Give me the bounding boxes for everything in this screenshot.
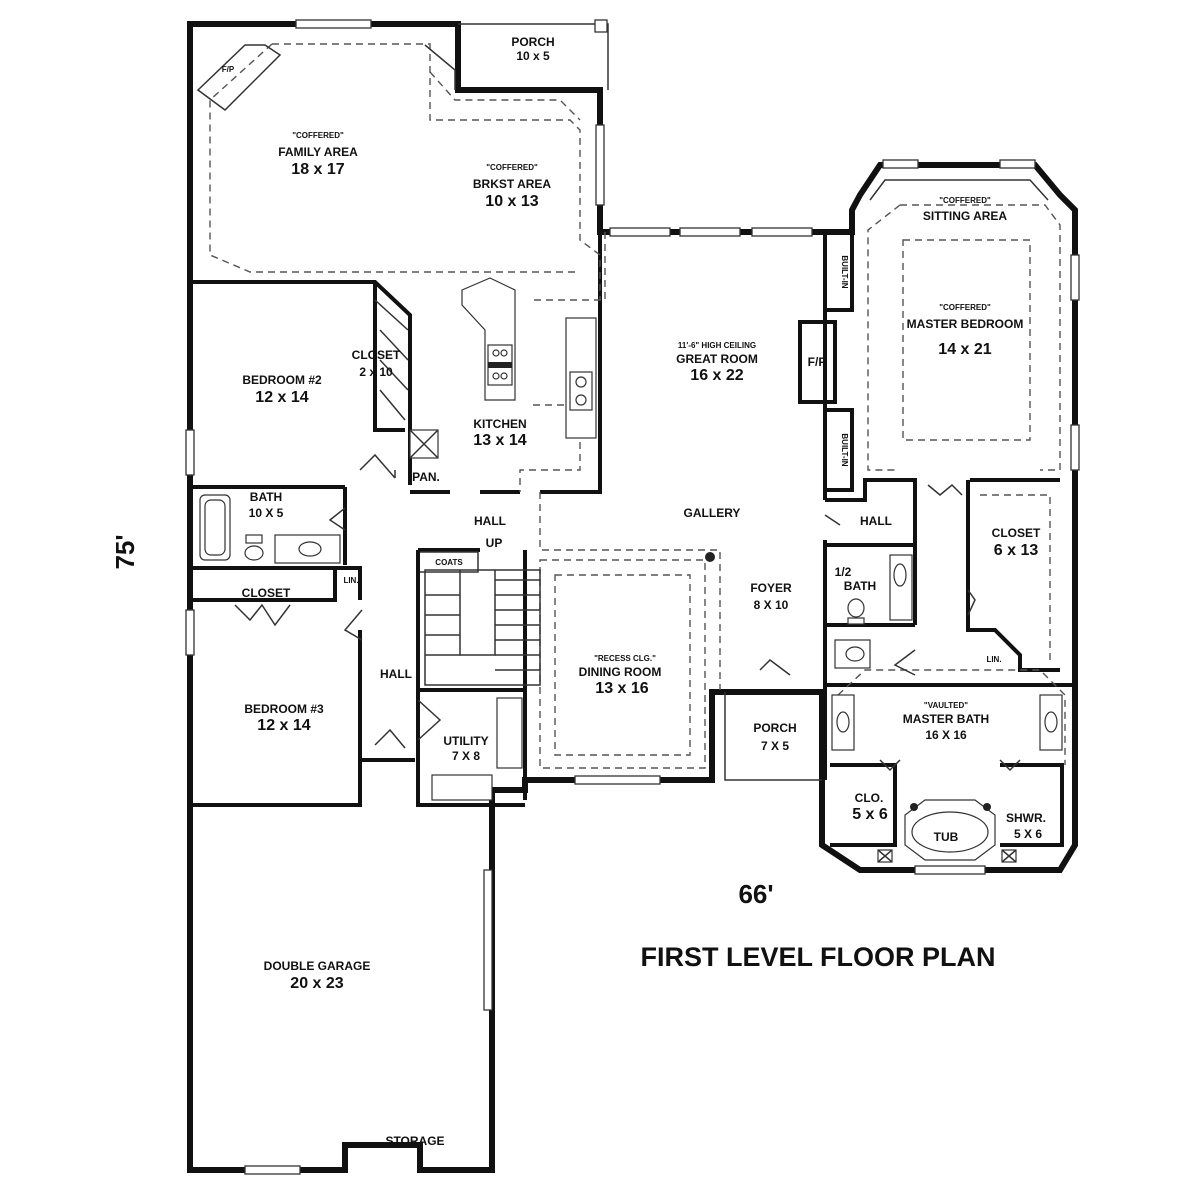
kitchen-fixtures [409,277,597,459]
great-room-label: GREAT ROOM [676,352,758,366]
linen-right-label: LIN. [986,655,1001,664]
hall-center-label: HALL [474,514,506,528]
porch-front-label: PORCH [753,721,796,735]
master-bath-note: "VAULTED" [924,701,968,710]
half-bath-label: 1/2 [835,565,852,579]
sitting-note: "COFFERED" [939,196,991,205]
closet-master-label: CLOSET [992,526,1041,540]
stair-up-label: UP [486,536,503,550]
bedroom3-label: BEDROOM #3 [244,702,324,716]
plan-title: FIRST LEVEL FLOOR PLAN [640,942,995,972]
bay-walls [196,44,1049,201]
family-label: FAMILY AREA [278,145,358,159]
utility-size: 7 X 8 [452,749,480,763]
utility-label: UTILITY [443,734,488,748]
master-bedroom-size: 14 x 21 [938,341,991,358]
great-room-note: 11'-6" HIGH CEILING [678,341,756,350]
builtin-bottom-label: BUILT-IN [840,433,849,466]
shower-size: 5 X 6 [1014,827,1042,841]
porch-rear-size: 10 x 5 [516,49,550,63]
porch-rear-label: PORCH [511,35,554,49]
foyer-size: 8 X 10 [754,598,789,612]
master-bath-label: MASTER BATH [903,712,989,726]
dining-label: DINING ROOM [579,665,662,679]
closet-master-size: 6 x 13 [994,542,1039,559]
hall-left-label: HALL [380,667,412,681]
kitchen-size: 13 x 14 [473,432,526,449]
garage-size: 20 x 23 [290,975,343,992]
hall-right-label: HALL [860,514,892,528]
kitchen-label: KITCHEN [473,417,526,431]
breakfast-note: "COFFERED" [486,163,538,172]
builtin-top-label: BUILT-IN [840,255,849,288]
closet-bed2-size: 2 x 10 [359,365,393,379]
bedroom2-size: 12 x 14 [255,389,308,406]
breakfast-label: BRKST AREA [473,177,552,191]
closet-bed2-label: CLOSET [352,348,401,362]
gallery-label: GALLERY [684,506,741,520]
garage-label: DOUBLE GARAGE [264,959,371,973]
master-bath-size: 16 X 16 [925,728,967,742]
bath-fixtures [199,494,1063,863]
clo-label: CLO. [855,791,884,805]
bath-label: BATH [250,490,282,504]
bedroom3-size: 12 x 14 [257,717,310,734]
master-bedroom-label: MASTER BEDROOM [907,317,1024,331]
storage-label: STORAGE [385,1134,444,1148]
windows [185,19,1080,1175]
closet-hall-label: CLOSET [242,586,291,600]
great-room-size: 16 x 22 [690,367,743,384]
clo-size: 5 x 6 [852,806,888,823]
dining-size: 13 x 16 [595,680,648,697]
fireplace-great-label: F/P [808,355,827,369]
width-dimension: 66' [738,879,773,909]
door-swings [234,453,1021,772]
depth-dimension: 75' [110,534,140,569]
breakfast-size: 10 x 13 [485,193,538,210]
half-bath-label-2: BATH [844,579,876,593]
bedroom2-label: BEDROOM #2 [242,373,322,387]
tub-label: TUB [934,830,959,844]
pantry-label: PAN. [412,470,440,484]
family-note: "COFFERED" [292,131,344,140]
shower-label: SHWR. [1006,811,1046,825]
interior-walls [192,230,1075,847]
ceiling-outlines [209,43,1066,769]
fireplace-family-label: F/P [222,65,235,74]
sitting-label: SITTING AREA [923,209,1008,223]
coats-label: COATS [435,558,463,567]
dining-note: "RECESS CLG." [594,654,656,663]
master-bedroom-note: "COFFERED" [939,303,991,312]
family-size: 18 x 17 [291,161,344,178]
staircase [374,299,541,686]
bath-size: 10 X 5 [249,506,284,520]
porch-front-size: 7 X 5 [761,739,789,753]
foyer-label: FOYER [750,581,792,595]
room-labels: PORCH 10 x 5 F/P "COFFERED" FAMILY AREA … [222,35,1046,1148]
linen-left-label: LIN. [343,576,358,585]
